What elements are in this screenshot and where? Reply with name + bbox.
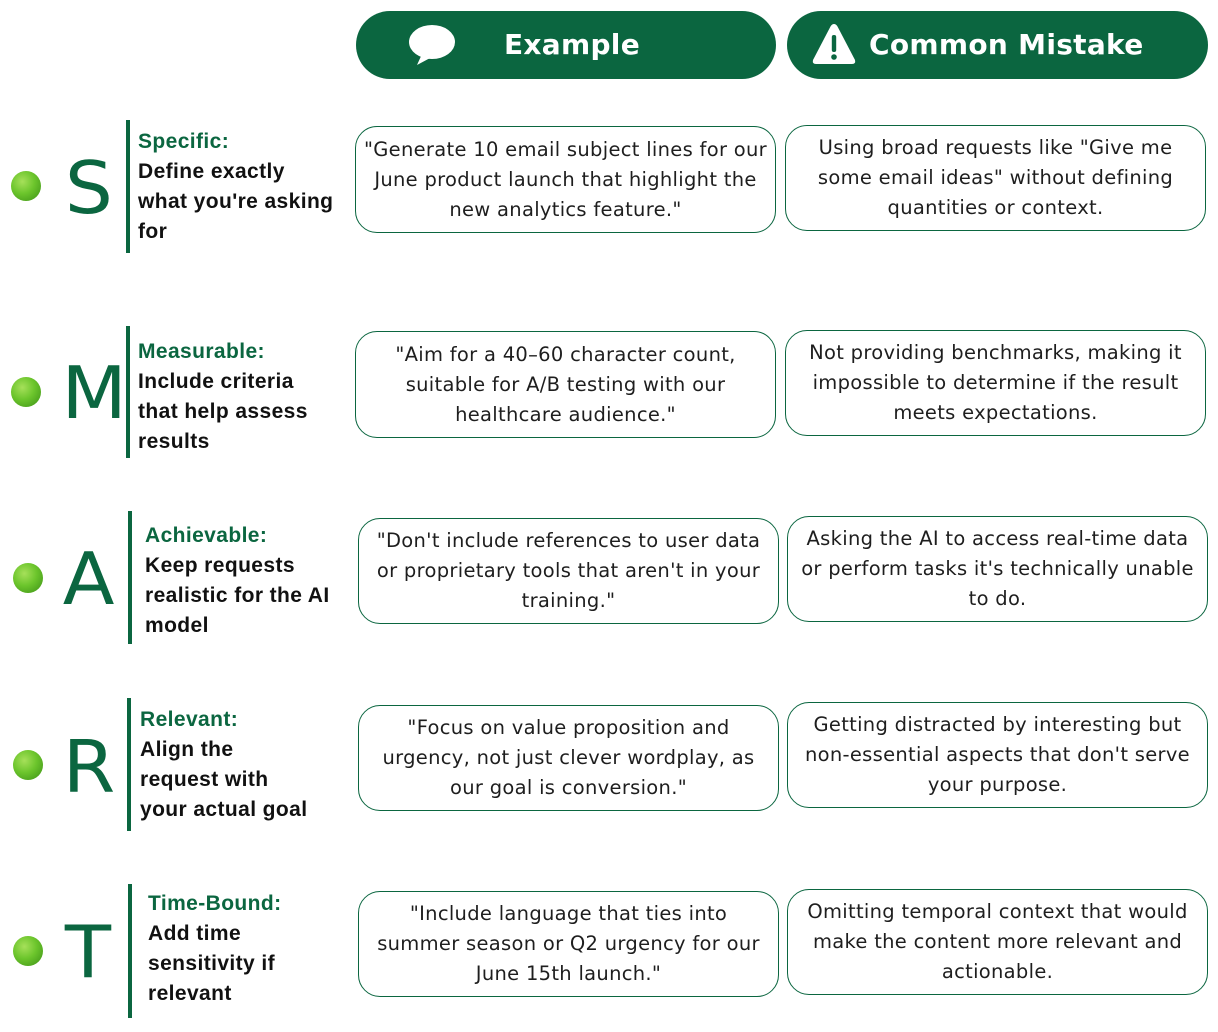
common-mistake-column-header: Common Mistake <box>787 11 1208 79</box>
criterion-text: Keep requests realistic for the AI model <box>145 554 330 637</box>
divider-bar <box>126 120 130 253</box>
divider-bar <box>128 511 132 644</box>
example-box: "Don't include references to user data o… <box>358 518 779 624</box>
divider-bar <box>128 884 132 1018</box>
smart-letter: M <box>61 351 127 435</box>
criterion-text: Include criteria that help assess result… <box>138 370 308 453</box>
mistake-box: Getting distracted by interesting but no… <box>787 702 1208 808</box>
warning-icon <box>811 22 857 73</box>
criterion-description: Time-Bound: Add time sensitivity if rele… <box>148 889 318 1009</box>
divider-bar <box>127 698 131 831</box>
criterion-title: Achievable: <box>145 524 268 547</box>
criterion-title: Measurable: <box>138 340 265 363</box>
example-column-header: Example <box>356 11 776 79</box>
bullet-dot <box>11 377 41 407</box>
criterion-title: Specific: <box>138 130 230 153</box>
mistake-box: Using broad requests like "Give me some … <box>785 125 1206 231</box>
speech-bubble-icon <box>408 24 456 73</box>
smart-letter: A <box>62 537 115 621</box>
criterion-description: Specific: Define exactly what you're ask… <box>138 127 338 247</box>
example-box: "Include language that ties into summer … <box>358 891 779 997</box>
smart-letter: T <box>64 910 112 994</box>
mistake-box: Omitting temporal context that would mak… <box>787 889 1208 995</box>
example-header-label: Example <box>504 28 640 61</box>
example-box: "Generate 10 email subject lines for our… <box>355 126 776 233</box>
common-mistake-header-label: Common Mistake <box>869 28 1144 61</box>
smart-letter: S <box>64 146 113 230</box>
divider-bar <box>126 326 130 458</box>
criterion-text: Add time sensitivity if relevant <box>148 922 275 1005</box>
bullet-dot <box>13 750 43 780</box>
bullet-dot <box>13 936 43 966</box>
bullet-dot <box>11 171 41 201</box>
mistake-box: Asking the AI to access real-time data o… <box>787 516 1208 622</box>
mistake-box: Not providing benchmarks, making it impo… <box>785 330 1206 436</box>
criterion-text: Define exactly what you're asking for <box>138 160 334 243</box>
smart-letter: R <box>62 725 116 809</box>
criterion-title: Relevant: <box>140 708 239 731</box>
criterion-text: Align the request with your actual goal <box>140 738 308 821</box>
criterion-description: Relevant: Align the request with your ac… <box>140 705 310 825</box>
example-box: "Focus on value proposition and urgency,… <box>358 705 779 811</box>
example-box: "Aim for a 40–60 character count, suitab… <box>355 331 776 438</box>
criterion-description: Achievable: Keep requests realistic for … <box>145 521 345 641</box>
bullet-dot <box>13 563 43 593</box>
criterion-title: Time-Bound: <box>148 892 282 915</box>
criterion-description: Measurable: Include criteria that help a… <box>138 337 338 457</box>
